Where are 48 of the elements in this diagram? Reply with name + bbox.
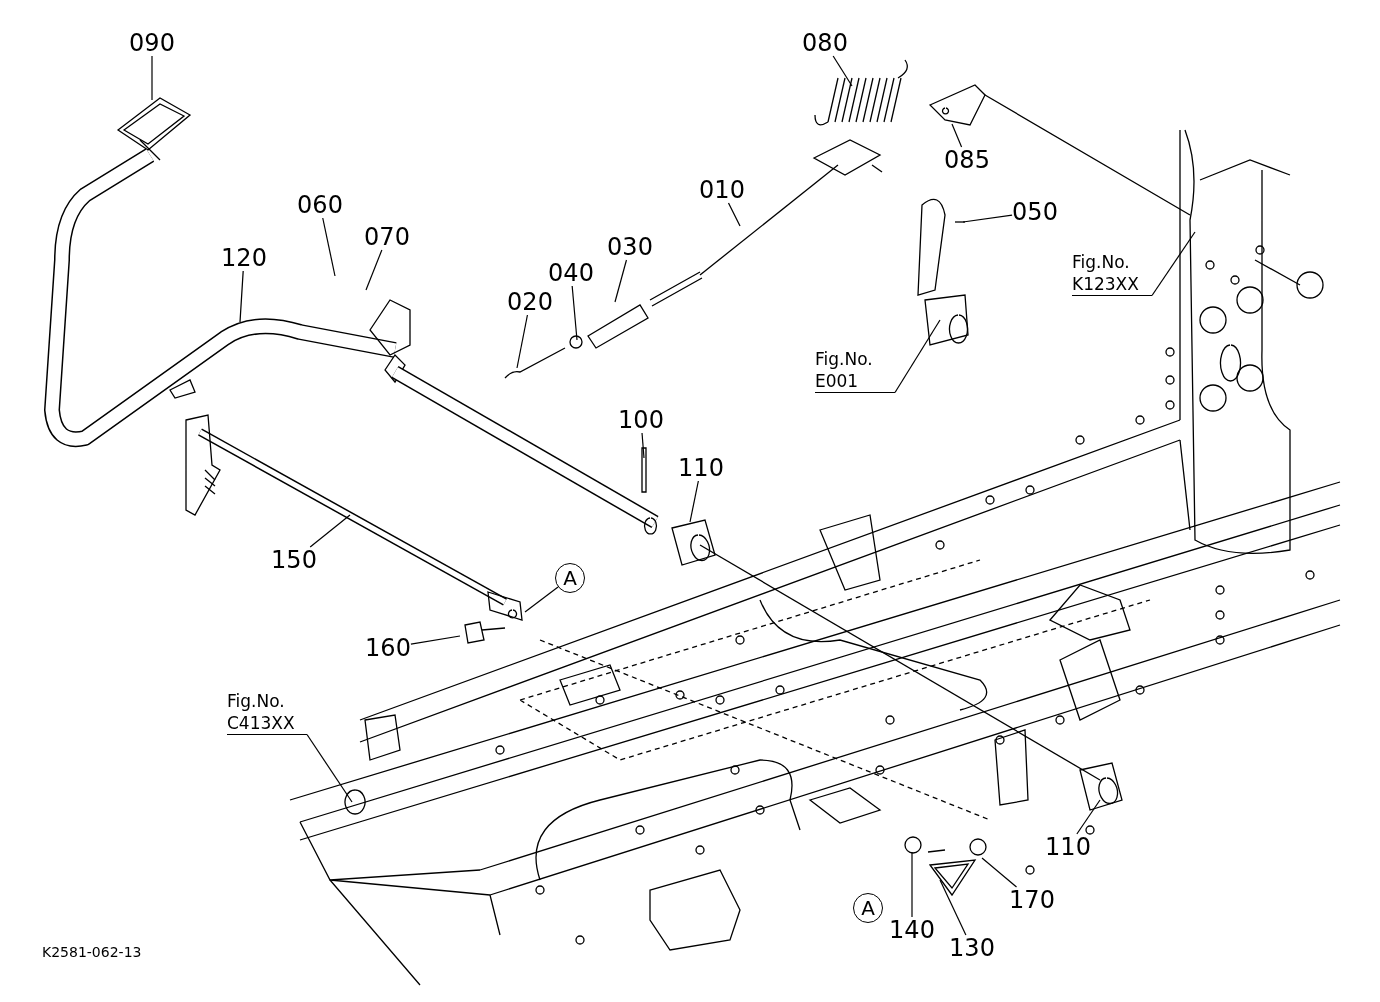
leader-line — [1076, 799, 1101, 835]
leader-line — [410, 635, 461, 645]
leader-line — [962, 214, 1013, 223]
leader-line — [939, 879, 967, 936]
callout-number: 085 — [944, 147, 990, 173]
leader-line — [1151, 231, 1196, 297]
callout-number: 040 — [548, 260, 594, 286]
leader-line — [832, 55, 853, 87]
callout-number: 130 — [949, 935, 995, 961]
callout-number: 160 — [365, 635, 411, 661]
figure-reference: Fig.No. C413XX — [227, 689, 307, 735]
callout-number: 080 — [802, 30, 848, 56]
callout-number: 010 — [699, 177, 745, 203]
leader-line — [981, 857, 1018, 888]
callout-number: 070 — [364, 224, 410, 250]
leader-line — [571, 285, 578, 341]
leader-line — [306, 733, 353, 803]
callout-number: 020 — [507, 289, 553, 315]
callout-number: 140 — [889, 917, 935, 943]
callout-number: 120 — [221, 245, 267, 271]
reference-circle: A — [555, 563, 585, 593]
leader-line — [641, 432, 645, 459]
leader-line — [911, 851, 913, 918]
callout-number: 110 — [1045, 834, 1091, 860]
leader-line — [239, 270, 244, 323]
callout-number: 170 — [1009, 887, 1055, 913]
leader-line — [322, 217, 336, 277]
callout-number: 150 — [271, 547, 317, 573]
drawing-number: K2581-062-13 — [42, 944, 142, 960]
callout-number: 090 — [129, 30, 175, 56]
figure-reference: Fig.No. K123XX — [1072, 250, 1152, 296]
leader-line — [365, 249, 383, 291]
reference-circle: A — [853, 893, 883, 923]
callout-number: 050 — [1012, 199, 1058, 225]
callout-number: 030 — [607, 234, 653, 260]
leader-line — [727, 202, 741, 227]
callout-number: 100 — [618, 407, 664, 433]
leader-line — [309, 514, 351, 548]
leader-line — [614, 259, 628, 303]
callout-number: 060 — [297, 192, 343, 218]
leader-line — [951, 123, 963, 148]
leader-line — [516, 314, 529, 369]
leader-line — [151, 55, 153, 101]
callout-number: 110 — [678, 455, 724, 481]
leader-line — [894, 319, 941, 394]
figure-reference: Fig.No. E001 — [815, 347, 895, 393]
leader-line — [689, 480, 699, 523]
leader-line — [524, 586, 559, 613]
